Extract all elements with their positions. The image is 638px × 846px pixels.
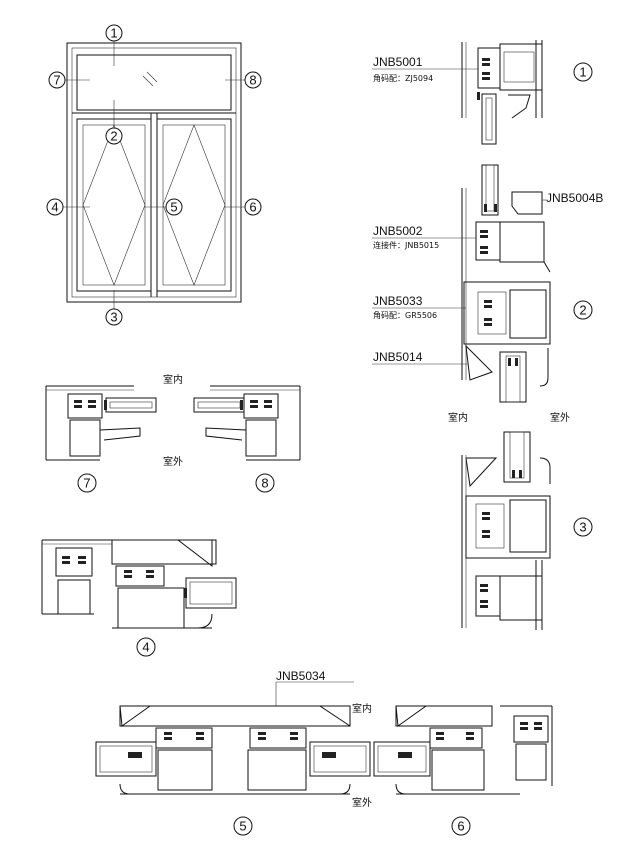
label-outdoor-78: 室外: [163, 455, 183, 468]
label-jnb5001: JNB5001: [373, 55, 423, 69]
label-jnb5002: JNB5002: [373, 224, 423, 238]
svg-text:1: 1: [110, 26, 117, 41]
section-marker-4: 4: [136, 637, 156, 657]
svg-text:7: 7: [83, 476, 90, 491]
marker-6: 6: [244, 198, 262, 216]
svg-text:3: 3: [579, 520, 586, 535]
marker-8: 8: [244, 71, 262, 89]
svg-text:2: 2: [110, 129, 117, 144]
section-marker-1: 1: [573, 62, 593, 82]
svg-text:7: 7: [53, 73, 60, 88]
section-6: [373, 705, 553, 795]
label-outdoor-right: 室外: [550, 411, 570, 424]
note-gr5506: 角码配：GR5506: [373, 310, 437, 320]
marker-3: 3: [105, 308, 123, 326]
svg-text:8: 8: [249, 73, 256, 88]
section-marker-6: 6: [451, 816, 471, 836]
svg-text:6: 6: [457, 819, 464, 834]
marker-2: 2: [105, 127, 123, 145]
label-indoor-5: 室内: [352, 702, 372, 715]
section-7: [45, 385, 157, 461]
section-marker-7: 7: [77, 473, 97, 493]
label-jnb5014: JNB5014: [373, 350, 423, 364]
section-marker-2: 2: [573, 300, 593, 320]
marker-5: 5: [165, 198, 183, 216]
marker-7: 7: [48, 71, 66, 89]
label-jnb5033: JNB5033: [373, 294, 423, 308]
label-jnb5004b: JNB5004B: [546, 191, 603, 205]
svg-text:5: 5: [239, 819, 246, 834]
label-outdoor-5: 室外: [352, 796, 372, 809]
note-jnb5015: 连接件：JNB5015: [373, 240, 439, 250]
section-marker-8: 8: [255, 473, 275, 493]
svg-text:3: 3: [110, 310, 117, 325]
svg-text:5: 5: [170, 200, 177, 215]
marker-1: 1: [105, 24, 123, 42]
label-indoor-78: 室内: [163, 373, 183, 386]
section-8: [193, 385, 301, 461]
svg-text:8: 8: [261, 476, 268, 491]
section-1: [461, 40, 543, 145]
section-5: [95, 681, 371, 795]
section-marker-3: 3: [573, 517, 593, 537]
label-indoor-right: 室内: [448, 411, 468, 424]
section-2: [461, 164, 551, 403]
note-zj5094: 角码配：ZJ5094: [373, 73, 433, 83]
window-elevation: 1 7 8 2 4 5 6 3: [46, 24, 262, 326]
section-3: [461, 431, 551, 630]
section-4: [41, 539, 237, 629]
svg-text:4: 4: [142, 640, 149, 655]
label-jnb5034: JNB5034: [276, 669, 326, 683]
svg-text:6: 6: [249, 200, 256, 215]
svg-text:1: 1: [579, 65, 586, 80]
svg-text:4: 4: [51, 200, 58, 215]
section-marker-5: 5: [233, 816, 253, 836]
marker-4: 4: [46, 198, 64, 216]
svg-text:2: 2: [579, 303, 586, 318]
